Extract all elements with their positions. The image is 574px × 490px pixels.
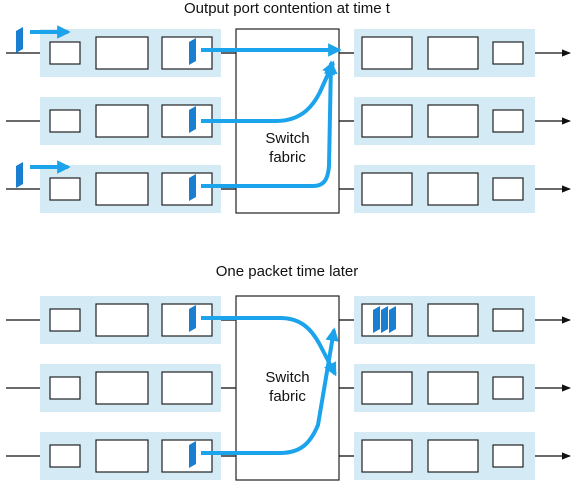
bottom-output-port-2 <box>339 364 571 412</box>
top-input-port-1 <box>6 29 236 77</box>
switch-fabric-label-line2: fabric <box>269 388 306 405</box>
transmit-slot <box>492 109 524 133</box>
processing-box <box>95 371 149 405</box>
processing-box <box>95 104 149 138</box>
packet-icon <box>189 441 196 468</box>
queue-slot <box>49 41 81 65</box>
fabric-path-3-to-1 <box>201 327 339 455</box>
transmit-slot <box>492 177 524 201</box>
fabric-path-1-to-2 <box>201 316 337 377</box>
fabric-path-2-to-1 <box>201 60 335 123</box>
fabric-path-3-to-1 <box>201 60 338 188</box>
top-output-port-1 <box>339 29 571 77</box>
queue-slot <box>49 109 81 133</box>
queued-packets-icon <box>373 306 396 333</box>
processing-box <box>427 303 479 337</box>
queue-slot <box>49 308 81 332</box>
top-panel-title: Output port contention at time t <box>184 0 391 17</box>
arriving-packet-icon <box>16 162 23 188</box>
processing-box <box>427 371 479 405</box>
queue-box <box>361 439 413 473</box>
processing-box <box>95 36 149 70</box>
transmit-slot <box>492 376 524 400</box>
processing-box <box>427 104 479 138</box>
top-input-port-3 <box>6 165 236 213</box>
packet-icon <box>189 174 196 201</box>
transmit-slot <box>492 41 524 65</box>
switch-fabric-label-line1: Switch <box>265 130 309 147</box>
bottom-input-port-3 <box>6 432 236 480</box>
transmit-slot <box>492 308 524 332</box>
bottom-input-port-2 <box>6 364 236 412</box>
processing-box <box>95 172 149 206</box>
top-output-port-3 <box>339 165 571 213</box>
top-output-port-2 <box>339 97 571 145</box>
transmit-slot <box>492 444 524 468</box>
queue-box <box>161 439 213 473</box>
processing-box <box>427 439 479 473</box>
queue-box <box>161 36 213 70</box>
bottom-panel: One packet time later <box>6 263 571 481</box>
queue-box <box>361 104 413 138</box>
queue-slot <box>49 177 81 201</box>
queue-slot <box>49 376 81 400</box>
processing-box <box>95 439 149 473</box>
switch-fabric-label-line2: fabric <box>269 149 306 166</box>
queue-box <box>361 172 413 206</box>
queue-slot <box>49 444 81 468</box>
queue-box <box>361 36 413 70</box>
processing-box <box>427 172 479 206</box>
processing-box <box>427 36 479 70</box>
packet-icon <box>381 306 388 333</box>
queue-box <box>161 172 213 206</box>
packet-icon <box>189 106 196 133</box>
queue-box <box>161 371 213 405</box>
arriving-packet-icon <box>16 27 23 53</box>
packet-icon <box>189 305 196 332</box>
packet-icon <box>389 306 396 333</box>
packet-icon <box>189 38 196 65</box>
switch-fabric-label-line1: Switch <box>265 369 309 386</box>
bottom-output-port-3 <box>339 432 571 480</box>
switch-fabric <box>235 295 340 481</box>
bottom-panel-title: One packet time later <box>216 263 359 280</box>
processing-box <box>95 303 149 337</box>
top-panel: Output port contention at time t <box>6 0 571 214</box>
packet-icon <box>373 306 380 333</box>
queue-box <box>361 371 413 405</box>
